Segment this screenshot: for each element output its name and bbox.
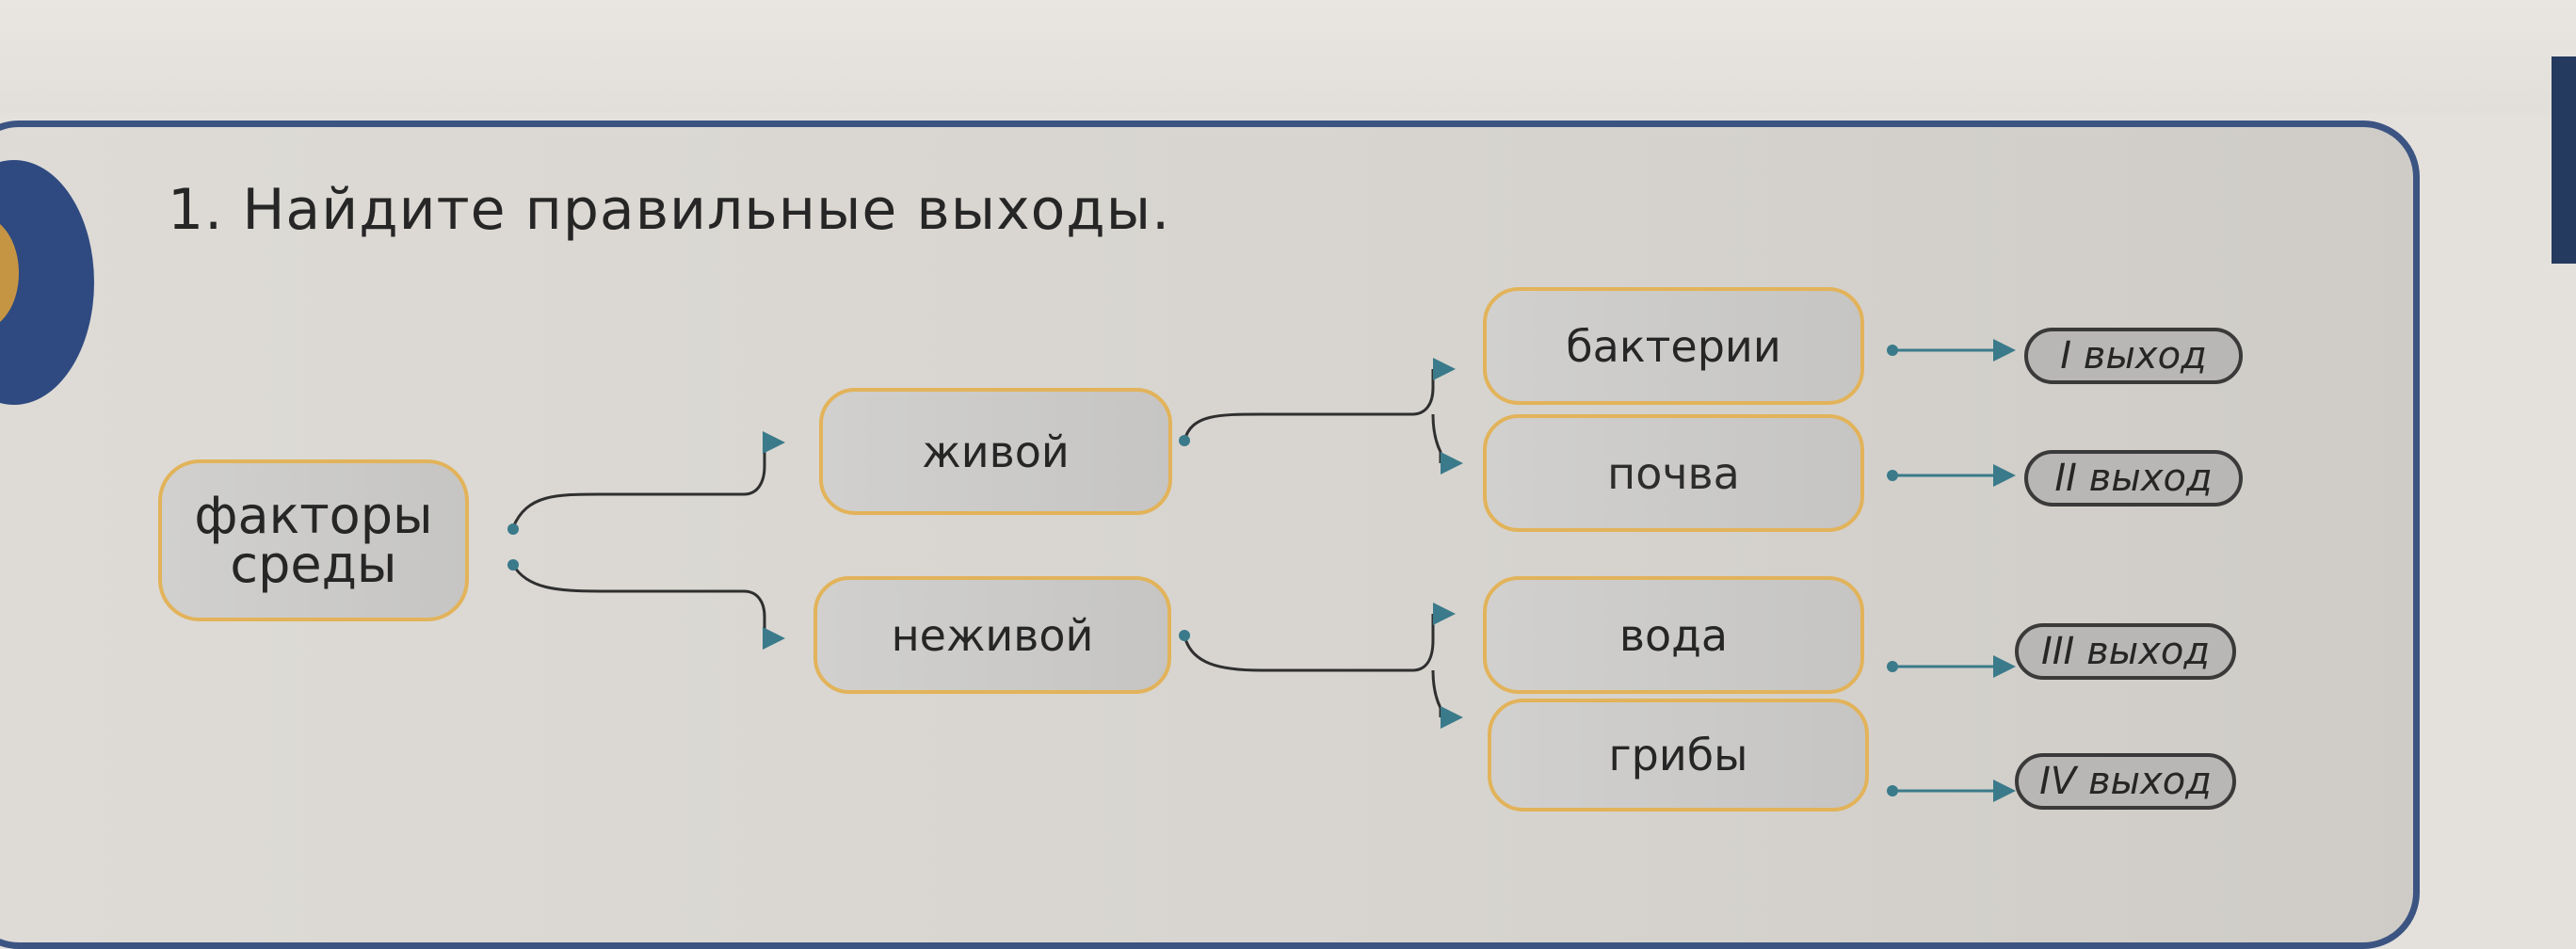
exit-4-badge: IV выход (2015, 753, 2236, 810)
page-background (0, 0, 2576, 113)
leaf-soil-label: почва (1607, 447, 1740, 499)
branch-nonliving-label: неживой (891, 609, 1094, 661)
leaf-water-box: вода (1483, 576, 1864, 694)
task-title: 1. Найдите правильные выходы. (168, 177, 1171, 243)
branch-living-label: живой (922, 426, 1070, 477)
branch-nonliving-box: неживой (813, 576, 1171, 694)
dot-root-top (507, 523, 519, 535)
root-line-1: факторы (194, 486, 433, 545)
dot-root-bottom (507, 559, 519, 571)
branch-living-box: живой (819, 388, 1172, 515)
dot-exit-2 (1887, 470, 1898, 481)
root-line-2: среды (230, 535, 397, 594)
dot-exit-4 (1887, 785, 1898, 796)
connector-root-living (511, 442, 766, 528)
exit-2-word: выход (2088, 457, 2213, 500)
exit-2-numeral: II (2054, 457, 2077, 500)
leaf-fungi-label: грибы (1608, 730, 1748, 780)
connector-living-soil (1431, 413, 1442, 463)
exit-1-numeral: I (2060, 334, 2072, 378)
dot-exit-1 (1887, 345, 1898, 356)
connector-living-split (1183, 369, 1435, 442)
leaf-fungi-box: грибы (1488, 699, 1869, 812)
connector-nonliving-split (1183, 614, 1435, 672)
exit-1-badge: I выход (2024, 328, 2243, 384)
exit-1-word: выход (2083, 334, 2207, 378)
leaf-water-label: вода (1618, 609, 1729, 661)
exit-4-numeral: IV (2039, 760, 2077, 803)
exit-2-badge: II выход (2024, 450, 2243, 507)
connector-nonliving-fungi (1431, 669, 1442, 717)
dot-living (1179, 435, 1190, 446)
dot-exit-3 (1887, 661, 1898, 672)
leaf-bacteria-box: бактерии (1483, 287, 1864, 405)
exit-4-word: выход (2087, 760, 2212, 803)
leaf-soil-box: почва (1483, 414, 1864, 532)
exit-3-numeral: III (2040, 630, 2075, 673)
book-edge-strip (2552, 56, 2576, 264)
leaf-bacteria-label: бактерии (1566, 320, 1781, 372)
connector-root-nonliving (511, 564, 766, 638)
exit-3-badge: III выход (2015, 623, 2236, 680)
root-factors-box: факторы среды (158, 459, 469, 621)
exit-3-word: выход (2086, 630, 2211, 673)
dot-nonliving (1179, 630, 1190, 641)
maze-connectors (507, 339, 2016, 802)
